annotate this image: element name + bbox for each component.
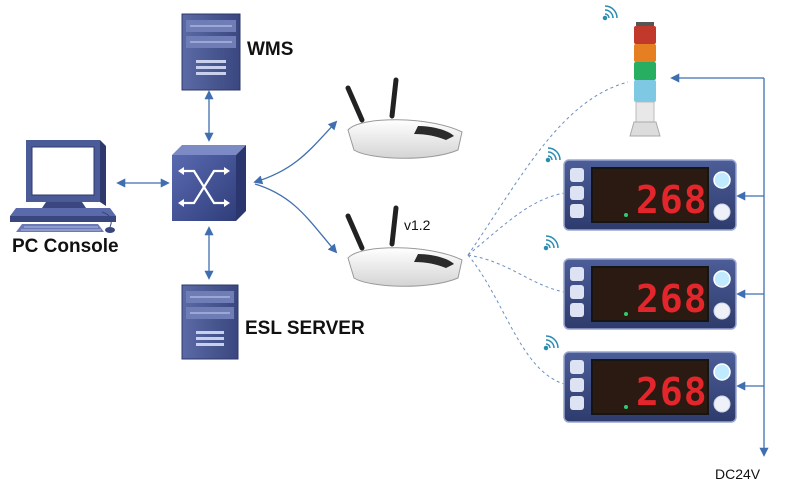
link-switch-router-top	[253, 120, 338, 185]
power-label: DC24V	[715, 466, 761, 482]
wireless-links	[467, 81, 629, 385]
links	[116, 90, 338, 280]
wifi-icon	[602, 5, 618, 21]
wireless-router-icon	[345, 205, 463, 287]
firmware-label: v1.2	[404, 217, 431, 233]
digital-display-icon: 268	[563, 351, 737, 423]
display-value: 268	[636, 178, 708, 222]
wifi-icon	[543, 335, 559, 351]
link-switch-router-bottom	[254, 183, 338, 254]
esl-server-label: ESL SERVER	[245, 318, 365, 339]
wireless-router-icon	[345, 77, 463, 159]
display-value: 268	[636, 277, 708, 321]
display-value: 268	[636, 370, 708, 414]
wifi-icon	[543, 235, 559, 251]
network-switch-icon	[172, 145, 246, 221]
wifi-icon	[545, 147, 561, 163]
computer-icon	[10, 140, 116, 233]
digital-display-icon: 268	[563, 159, 737, 231]
power-bus	[670, 73, 769, 457]
server-icon	[181, 284, 239, 360]
signal-tower-light-icon	[629, 22, 661, 137]
digital-display-icon: 268	[563, 258, 737, 330]
server-icon	[181, 13, 241, 91]
wms-label: WMS	[247, 39, 294, 60]
pc-console-label: PC Console	[12, 236, 119, 257]
